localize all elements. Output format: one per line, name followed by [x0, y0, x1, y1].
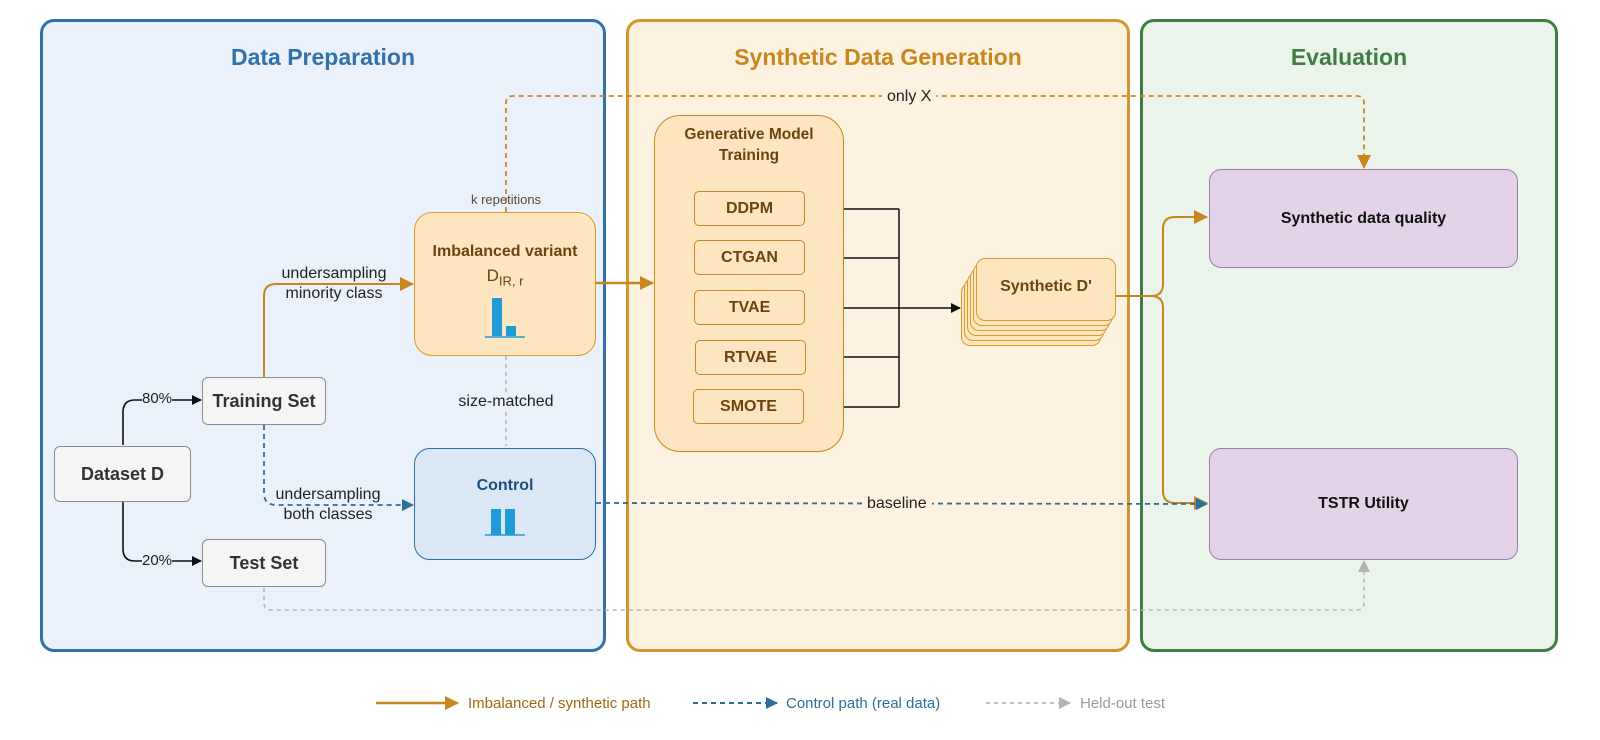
- label-undersampling-minority: undersampling minority class: [281, 265, 387, 302]
- node-synthetic-quality-label: Synthetic data quality: [1280, 209, 1447, 227]
- node-synthetic-quality: Synthetic data quality: [1209, 169, 1518, 268]
- panel-title-synthetic-generation: Synthetic Data Generation: [734, 44, 1022, 70]
- node-test-set: Test Set: [202, 539, 326, 587]
- legend-held-out: Held-out test: [1080, 695, 1166, 712]
- edge-dataset-to-test: [122, 502, 202, 566]
- label-baseline: baseline: [862, 494, 932, 514]
- node-tstr-utility: TSTR Utility: [1209, 448, 1518, 560]
- edge-dataset-to-training: [122, 395, 202, 445]
- imbalanced-subscript: IR, r: [498, 273, 524, 289]
- label-split-test: 20%: [142, 551, 173, 571]
- node-tstr-label: TSTR Utility: [1318, 495, 1409, 512]
- label-only-x: only X: [882, 87, 937, 107]
- node-synthetic-d: Synthetic D': [976, 258, 1116, 321]
- panel-title-evaluation: Evaluation: [1290, 44, 1408, 70]
- label-undersampling-both: undersampling both classes: [275, 486, 381, 523]
- bar-chart-balanced-icon: [485, 509, 525, 536]
- node-training-set: Training Set: [202, 377, 326, 425]
- node-test-set-label: Test Set: [229, 552, 299, 573]
- node-imbalanced-label: Imbalanced variant: [432, 243, 578, 260]
- edge-synthetic-to-quality: [1116, 210, 1208, 297]
- legend-control-path: Control path (real data): [786, 695, 941, 712]
- model-ctgan: CTGAN: [694, 240, 805, 275]
- panel-title-data-preparation: Data Preparation: [230, 44, 416, 70]
- edge-training-to-imbalanced: [263, 277, 414, 377]
- node-imbalanced-formula: DIR, r: [487, 266, 524, 288]
- node-dataset-label: Dataset D: [80, 463, 165, 484]
- node-synthetic-d-label: Synthetic D': [1000, 277, 1092, 295]
- node-control-label: Control: [476, 477, 534, 494]
- node-training-set-label: Training Set: [212, 390, 316, 411]
- edge-held-out: [263, 560, 1370, 611]
- label-split-train: 80%: [142, 389, 173, 409]
- edge-synthetic-to-tstr: [1116, 295, 1208, 510]
- label-k-repetitions: k repetitions: [470, 192, 542, 207]
- node-control: Control: [414, 448, 596, 560]
- bar-chart-imbalanced-icon: [485, 298, 525, 339]
- model-rtvae: RTVAE: [695, 340, 806, 375]
- node-dataset: Dataset D: [54, 446, 191, 502]
- model-ddpm: DDPM: [694, 191, 805, 226]
- label-size-matched: size-matched: [446, 392, 566, 412]
- model-tvae: TVAE: [694, 290, 805, 325]
- model-smote: SMOTE: [693, 389, 804, 424]
- node-generative-training-label: Generative Model Training: [684, 126, 814, 164]
- legend-imbalanced-path: Imbalanced / synthetic path: [468, 695, 651, 712]
- imbalanced-symbol: D: [486, 266, 499, 285]
- node-imbalanced-variant: Imbalanced variant DIR, r: [414, 212, 596, 356]
- edge-baseline: [595, 497, 1208, 510]
